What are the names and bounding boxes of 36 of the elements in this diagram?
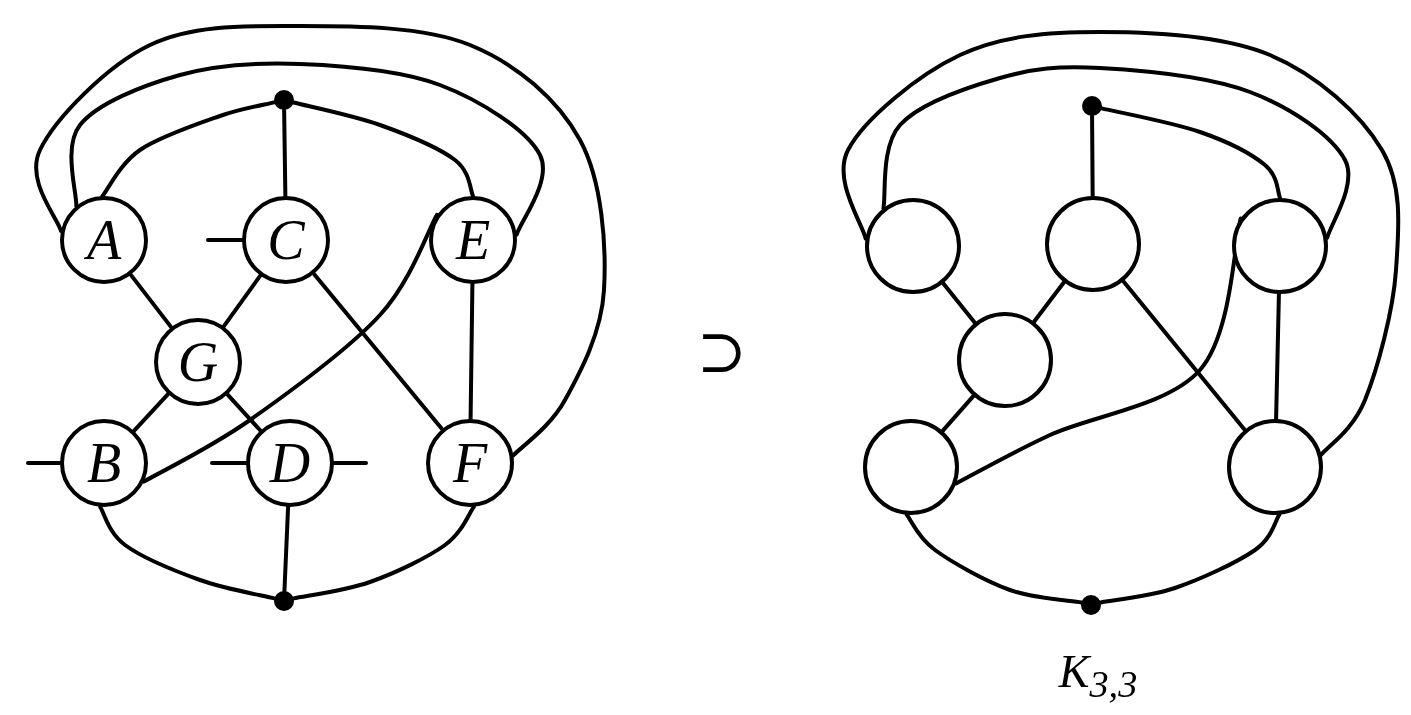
edge-line <box>282 504 291 593</box>
edge-line <box>132 392 170 433</box>
vertex-label: G <box>177 334 219 390</box>
vertex-label: A <box>86 212 122 268</box>
stub-line <box>332 461 368 465</box>
stub-line <box>206 238 244 242</box>
edge-line <box>1121 279 1247 432</box>
edge-line <box>941 281 977 325</box>
edge-line <box>468 282 475 421</box>
vertex-label: C <box>267 212 305 268</box>
edge-line <box>128 272 174 330</box>
vertex-label: F <box>452 435 488 491</box>
edge-line <box>1090 114 1095 198</box>
vertex-dot <box>1081 595 1101 615</box>
edge-line <box>881 65 1351 240</box>
stub-line <box>210 461 248 465</box>
vertex-label: B <box>86 435 122 491</box>
edge-line <box>954 216 1243 486</box>
stub-line <box>26 461 62 465</box>
edge-line <box>312 271 444 432</box>
edge-line <box>225 392 263 433</box>
graph-name: K$_{3,3}$ <box>1058 648 1138 704</box>
edge-line <box>221 273 263 329</box>
edge-line <box>34 23 607 458</box>
vertex-dot <box>1082 96 1102 116</box>
superset-symbol: ⊃ <box>696 322 748 382</box>
vertex-dot <box>274 90 294 110</box>
edge-line <box>1274 292 1281 421</box>
vertex-dot <box>274 591 294 611</box>
vertex-label: D <box>269 435 311 491</box>
edge-line <box>1032 280 1066 324</box>
vertex-label: E <box>455 212 491 268</box>
edge-line <box>282 108 288 198</box>
edge-line <box>841 30 1401 457</box>
edge-line <box>940 394 976 433</box>
edge-line <box>69 61 545 237</box>
